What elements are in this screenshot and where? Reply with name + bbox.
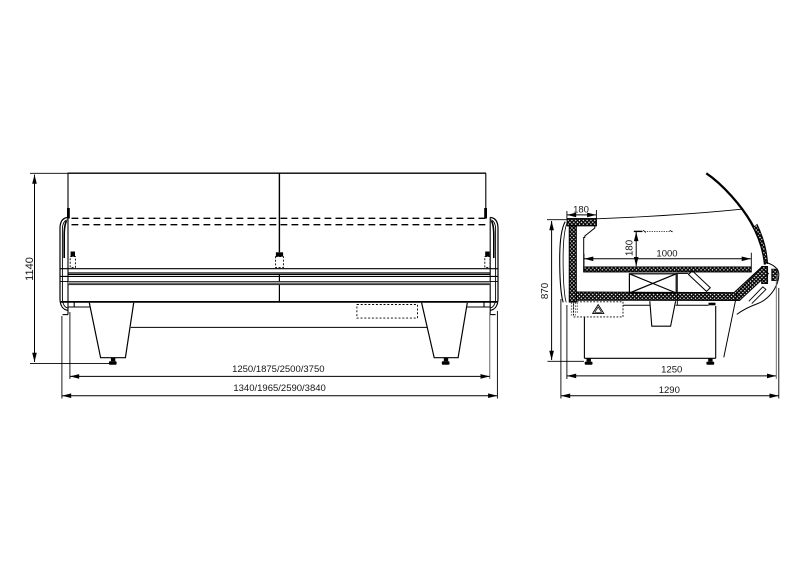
svg-text:1290: 1290 — [659, 385, 680, 396]
svg-text:180: 180 — [625, 239, 636, 256]
svg-text:1250/1875/2500/3750: 1250/1875/2500/3750 — [232, 364, 324, 375]
svg-text:1000: 1000 — [656, 248, 677, 259]
svg-text:870: 870 — [540, 282, 551, 299]
svg-text:1250: 1250 — [661, 364, 682, 375]
svg-text:180: 180 — [573, 204, 589, 215]
svg-text:1340/1965/2590/3840: 1340/1965/2590/3840 — [233, 383, 325, 394]
svg-text:1140: 1140 — [24, 257, 36, 281]
